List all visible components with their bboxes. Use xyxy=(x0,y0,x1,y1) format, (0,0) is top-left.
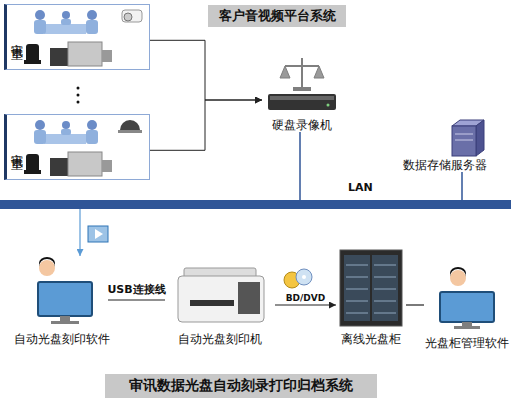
dvr-icon xyxy=(268,94,336,110)
monitor-base xyxy=(51,321,79,324)
device-node: 光盘柜管理软件 xyxy=(424,266,510,350)
server-slot xyxy=(455,134,473,135)
disc-cabinet xyxy=(340,250,402,326)
connector-label: BD/DVD xyxy=(286,293,326,303)
bus-label: LAN xyxy=(348,181,373,194)
monitor-base xyxy=(454,326,480,329)
dvr-led xyxy=(327,104,330,107)
operator-hair xyxy=(39,257,55,267)
device-node: 硬盘录像机 xyxy=(262,50,342,132)
cabinet-body xyxy=(340,250,402,326)
camera-lens xyxy=(124,13,132,21)
printer-panel xyxy=(238,282,260,314)
room-box: 审讯室 xyxy=(4,4,150,70)
printer-slot xyxy=(190,300,234,306)
dot xyxy=(77,94,80,97)
connector-arrow xyxy=(275,304,336,305)
device-node: 自动光盘刻印软件 xyxy=(15,256,108,346)
room-art xyxy=(24,120,112,176)
scale-pans xyxy=(280,66,324,78)
disc-hole xyxy=(302,275,306,279)
room-art xyxy=(24,10,112,66)
monitor-stand xyxy=(462,322,472,326)
device-label: 自动光盘刻印软件 xyxy=(3,332,120,346)
scale-beam xyxy=(285,65,319,67)
scales-icon xyxy=(280,58,324,91)
title-banner: 客户音视频平台系统 xyxy=(208,5,346,27)
connector-arrow xyxy=(150,40,262,100)
manager-face xyxy=(450,270,466,286)
dvr-front xyxy=(270,96,334,100)
monitor-stand xyxy=(60,316,70,321)
network-bus: LAN xyxy=(0,200,511,209)
connector-label: USB连接线 xyxy=(107,282,165,297)
printer-body xyxy=(178,276,264,322)
server-icon xyxy=(452,120,484,156)
room-label: 审讯室 xyxy=(8,144,25,150)
ellipsis-dots xyxy=(77,87,80,104)
connector-line xyxy=(108,299,165,300)
connector-line xyxy=(406,304,424,305)
camera xyxy=(122,10,142,22)
dot xyxy=(77,101,80,104)
server-slot xyxy=(455,140,473,141)
video-icon xyxy=(88,226,108,242)
cabinet-shelves xyxy=(346,265,396,313)
device-label: 数据存储服务器 xyxy=(383,158,507,172)
device-label: 自动光盘刻印机 xyxy=(153,332,287,346)
play-symbol xyxy=(95,229,103,239)
dot xyxy=(77,87,80,90)
room-illustration xyxy=(24,10,142,66)
dome-camera xyxy=(120,120,140,130)
device-label: 硬盘录像机 xyxy=(250,118,354,132)
disc xyxy=(296,269,312,285)
operator-computer xyxy=(38,257,92,324)
monitor xyxy=(38,282,92,316)
disc-printer xyxy=(178,268,264,322)
disc-icon xyxy=(284,269,312,288)
operator-face xyxy=(39,260,55,276)
room-label: 审讯室 xyxy=(8,34,25,40)
connector-line xyxy=(299,132,301,200)
monitor xyxy=(440,292,494,322)
device-label: 离线光盘柜 xyxy=(324,332,418,346)
film-frame xyxy=(88,226,108,242)
connector-arrow xyxy=(79,209,80,256)
connector-arrow xyxy=(150,100,262,150)
scale-pole xyxy=(301,58,303,88)
server-front xyxy=(452,126,476,156)
scale-base xyxy=(293,87,311,91)
dvr-body xyxy=(268,94,336,110)
device-node: 离线光盘柜 xyxy=(336,248,406,346)
manager-computer xyxy=(440,267,494,329)
server-side xyxy=(476,120,484,156)
manager-hair xyxy=(450,267,466,277)
room-illustration xyxy=(24,120,142,176)
device-label: 光盘柜管理软件 xyxy=(412,336,511,350)
connector-line xyxy=(461,172,463,200)
device-node: 自动光盘刻印机 xyxy=(165,262,275,346)
device-node: 数据存储服务器 xyxy=(395,118,495,172)
caption-banner: 审讯数据光盘自动刻录打印归档系统 xyxy=(105,374,377,398)
camera-base xyxy=(118,130,142,133)
room-box: 审讯室 xyxy=(4,114,150,180)
